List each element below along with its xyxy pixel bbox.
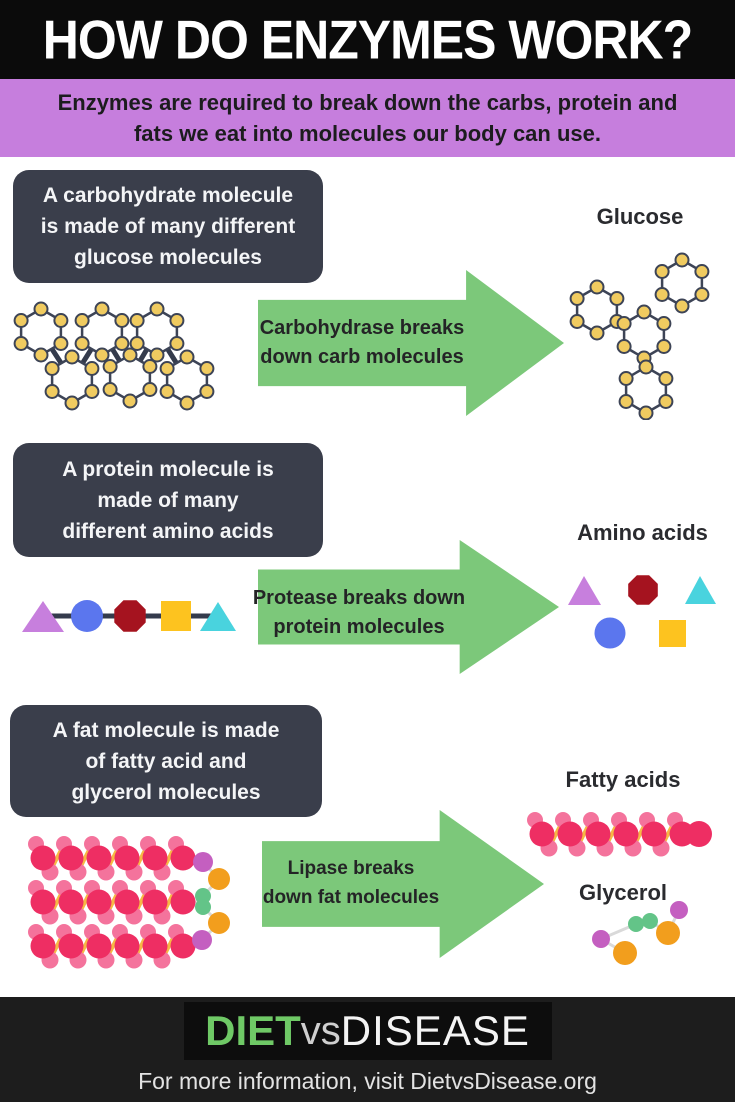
glucose-ring bbox=[129, 301, 185, 363]
glucose-ring bbox=[74, 301, 130, 363]
fatty-acid-chain bbox=[26, 922, 198, 971]
info-box-text-line: A fat molecule is made bbox=[52, 718, 280, 742]
info-box-text-line: glucose molecules bbox=[74, 246, 262, 269]
glycerol-atom bbox=[195, 888, 211, 904]
arrow-text-line: Carbohydrase breaks bbox=[259, 316, 465, 339]
glycerol-atom bbox=[195, 899, 211, 915]
info-box-text-line: made of many bbox=[97, 488, 239, 512]
glucose-ring bbox=[44, 349, 100, 411]
fatty-acid-molecule bbox=[525, 810, 712, 859]
glycerol-atom bbox=[642, 913, 658, 929]
footer-tagline: For more information, visit DietvsDiseas… bbox=[138, 1068, 597, 1094]
glycerol-atom bbox=[192, 930, 212, 950]
amino-acid-square bbox=[659, 620, 686, 647]
amino-acids-molecules bbox=[568, 575, 716, 649]
fatty-acid-chain bbox=[26, 834, 198, 883]
info-box-text-line: A carbohydrate molecule bbox=[42, 184, 294, 207]
info-box-text-line: is made of many different bbox=[40, 215, 296, 238]
glycerol-atom bbox=[208, 912, 230, 934]
logo-vs-text: vs bbox=[300, 1008, 341, 1053]
carb-arrow-label: Carbohydrase breaks down carb molecules bbox=[258, 300, 466, 385]
amino-acid-circle bbox=[594, 617, 626, 649]
protein-molecule bbox=[22, 600, 236, 632]
glucose-ring bbox=[569, 279, 625, 341]
glycerol-atom bbox=[592, 930, 610, 948]
info-box-text-line: A protein molecule is bbox=[62, 457, 274, 481]
carb-info-box: A carbohydrate molecule is made of many … bbox=[13, 170, 323, 283]
arrow-text-line: Lipase breaks bbox=[287, 858, 415, 879]
arrow-text-line: protein molecules bbox=[273, 615, 445, 638]
amino-acid-triangle bbox=[568, 576, 601, 605]
glucose-ring bbox=[159, 349, 215, 411]
glycerol-atom bbox=[656, 921, 680, 945]
carbohydrate-molecule bbox=[13, 301, 215, 411]
glycerol-atom bbox=[628, 916, 644, 932]
amino-acids-label: Amino acids bbox=[577, 520, 708, 545]
glycerol-atom bbox=[670, 901, 688, 919]
amino-acid-triangle bbox=[685, 576, 716, 604]
header-banner: HOW DO ENZYMES WORK? bbox=[0, 0, 735, 79]
fatty-acids-label: Fatty acids bbox=[565, 767, 681, 792]
glucose-ring bbox=[13, 301, 69, 363]
arrow-text-line: down carb molecules bbox=[260, 345, 464, 368]
glucose-molecules bbox=[569, 252, 710, 420]
arrow-text-line: down fat molecules bbox=[262, 887, 440, 908]
fatty-acid-chain bbox=[26, 878, 198, 927]
glycerol-atom bbox=[613, 941, 637, 965]
protein-arrow-label: Protease breaks down protein molecules bbox=[253, 570, 465, 655]
page-title: HOW DO ENZYMES WORK? bbox=[42, 8, 693, 71]
glucose-label: Glucose bbox=[596, 204, 684, 229]
glycerol-atom bbox=[193, 852, 213, 872]
amino-acid-triangle bbox=[200, 602, 236, 631]
fatty-acid-chain bbox=[525, 810, 697, 859]
glucose-ring bbox=[616, 304, 672, 366]
amino-acid-triangle bbox=[22, 601, 64, 632]
info-box-text-line: of fatty acid and bbox=[85, 749, 247, 773]
glucose-ring bbox=[618, 359, 674, 420]
amino-acid-octagon bbox=[628, 575, 658, 605]
intro-banner: Enzymes are required to break down the c… bbox=[0, 79, 735, 157]
glycerol-label: Glycerol bbox=[578, 880, 668, 905]
intro-text-line: fats we eat into molecules our body can … bbox=[133, 121, 601, 146]
amino-acid-octagon bbox=[114, 600, 146, 632]
info-box-text-line: different amino acids bbox=[62, 519, 274, 543]
protein-info-box: A protein molecule is made of many diffe… bbox=[13, 443, 323, 557]
fat-molecule bbox=[26, 834, 230, 971]
glycerol-atom bbox=[208, 868, 230, 890]
fat-arrow-label: Lipase breaks down fat molecules bbox=[262, 841, 440, 925]
glucose-ring bbox=[654, 252, 710, 314]
glycerol-molecule bbox=[592, 901, 688, 965]
glucose-ring bbox=[102, 347, 158, 409]
logo-disease-text: DISEASE bbox=[340, 1007, 530, 1054]
amino-acid-circle bbox=[71, 600, 103, 632]
logo-diet-text: DIET bbox=[205, 1007, 301, 1054]
info-box-text-line: glycerol molecules bbox=[71, 780, 261, 804]
fat-info-box: A fat molecule is made of fatty acid and… bbox=[10, 705, 322, 817]
intro-text-line: Enzymes are required to break down the c… bbox=[57, 90, 678, 115]
arrow-text-line: Protease breaks down bbox=[252, 586, 466, 609]
amino-acid-square bbox=[161, 601, 191, 631]
fatty-acid-atom bbox=[686, 821, 712, 847]
